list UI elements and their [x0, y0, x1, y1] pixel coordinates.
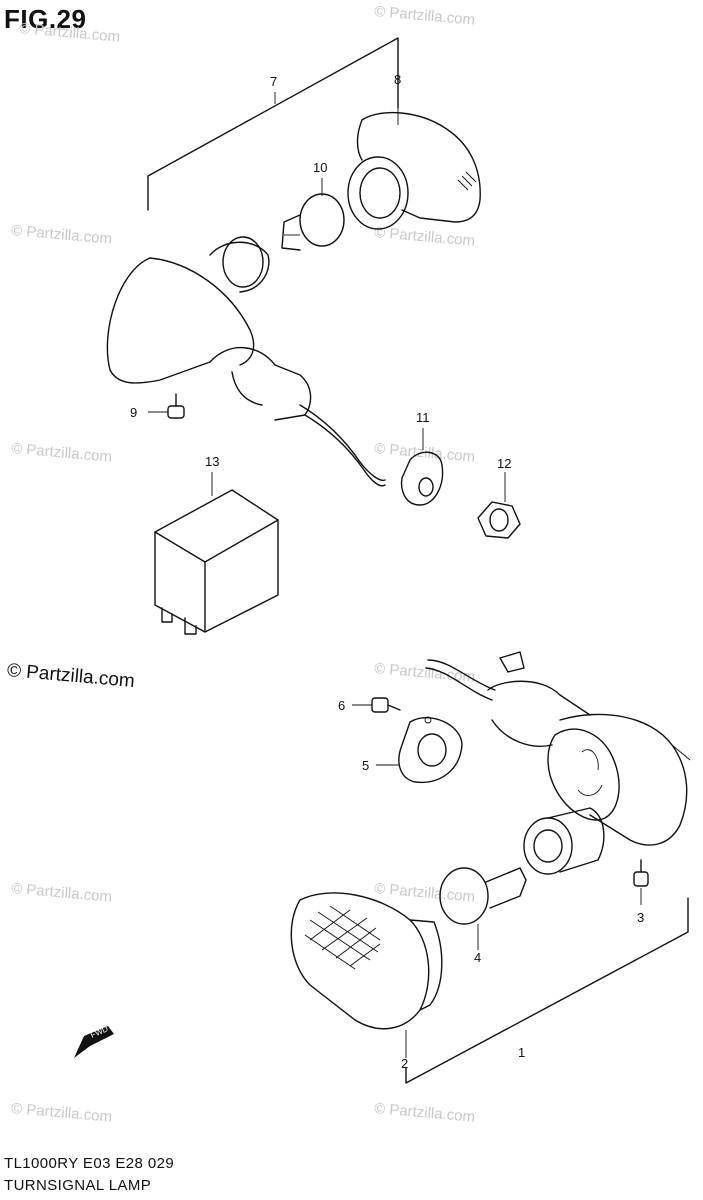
callout-10: 10 — [313, 160, 327, 175]
figure-name: TURNSIGNAL LAMP — [4, 1177, 152, 1194]
relay-part-13 — [154, 472, 279, 635]
lamp-housing-upper — [106, 236, 386, 487]
bulb-part-10 — [281, 178, 345, 251]
model-code: TL1000RY E03 E28 029 — [4, 1155, 175, 1172]
lens-part-8 — [347, 108, 481, 230]
callout-3: 3 — [637, 910, 644, 925]
bulb-part-4 — [439, 867, 527, 950]
screw-part-3 — [633, 859, 649, 905]
bulb-socket — [523, 807, 605, 875]
callout-7: 7 — [270, 74, 277, 89]
callout-4: 4 — [474, 950, 481, 965]
screw-part-6 — [352, 697, 401, 713]
bracket-7 — [147, 37, 399, 211]
callout-9: 9 — [130, 405, 137, 420]
lamp-housing-lower — [425, 651, 691, 846]
callout-11: 11 — [416, 410, 430, 425]
lens-part-2 — [290, 892, 443, 1058]
bracket-part-5 — [376, 716, 463, 784]
grommet-part-11 — [400, 428, 444, 506]
callout-6: 6 — [338, 698, 345, 713]
nut-part-12 — [477, 472, 521, 539]
callout-2: 2 — [401, 1056, 408, 1071]
callout-13: 13 — [205, 454, 219, 469]
callout-8: 8 — [394, 72, 401, 87]
fwd-arrow-icon: FWD — [74, 1024, 114, 1058]
callout-12: 12 — [497, 456, 511, 471]
callout-1: 1 — [518, 1045, 525, 1060]
bracket-part-1 — [405, 897, 689, 1084]
screw-part-9 — [148, 393, 185, 419]
figure-title: FIG.29 — [4, 4, 87, 34]
callout-5: 5 — [362, 758, 369, 773]
